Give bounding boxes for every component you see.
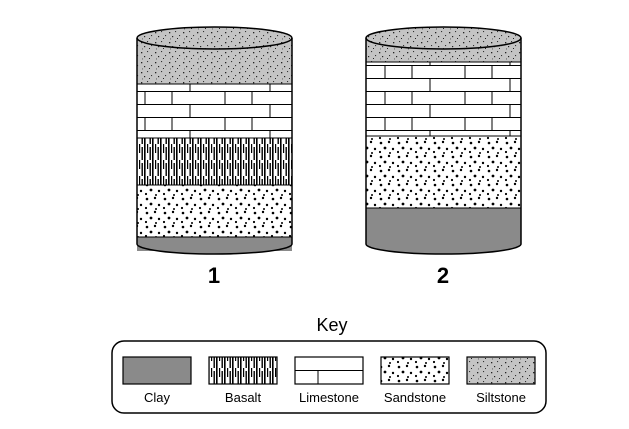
column-2: 2 <box>365 26 522 288</box>
key-swatch-siltstone <box>466 356 536 385</box>
column-2-layer-clay <box>366 208 521 244</box>
key: Key Clay Basalt Limestone Sandstone Silt… <box>111 315 547 414</box>
column-1-layer-sandstone <box>137 185 292 237</box>
column-2-bottom-curve <box>366 240 521 254</box>
column-1-layer-limestone <box>137 84 292 138</box>
column-1-layer-basalt <box>137 138 292 185</box>
column-2-layer-sandstone <box>366 136 521 208</box>
column-1-outline <box>136 38 293 255</box>
key-label-limestone: Limestone <box>299 390 359 405</box>
column-2-outline <box>365 38 522 255</box>
key-swatch-basalt <box>208 356 278 385</box>
column-2-layer-limestone <box>366 62 521 136</box>
key-swatch-clay <box>122 356 192 385</box>
key-label-basalt: Basalt <box>225 390 262 405</box>
column-2-label: 2 <box>437 263 449 288</box>
column-1-bottom-curve <box>137 237 292 254</box>
column-1-top-ellipse <box>136 26 293 50</box>
key-label-siltstone: Siltstone <box>476 390 526 405</box>
key-swatch-sandstone <box>380 356 450 385</box>
key-label-sandstone: Sandstone <box>384 390 446 405</box>
key-label-clay: Clay <box>144 390 171 405</box>
column-1: 1 <box>136 26 293 288</box>
key-title: Key <box>316 315 347 335</box>
column-2-top-ellipse <box>365 26 522 50</box>
column-1-label: 1 <box>208 263 220 288</box>
